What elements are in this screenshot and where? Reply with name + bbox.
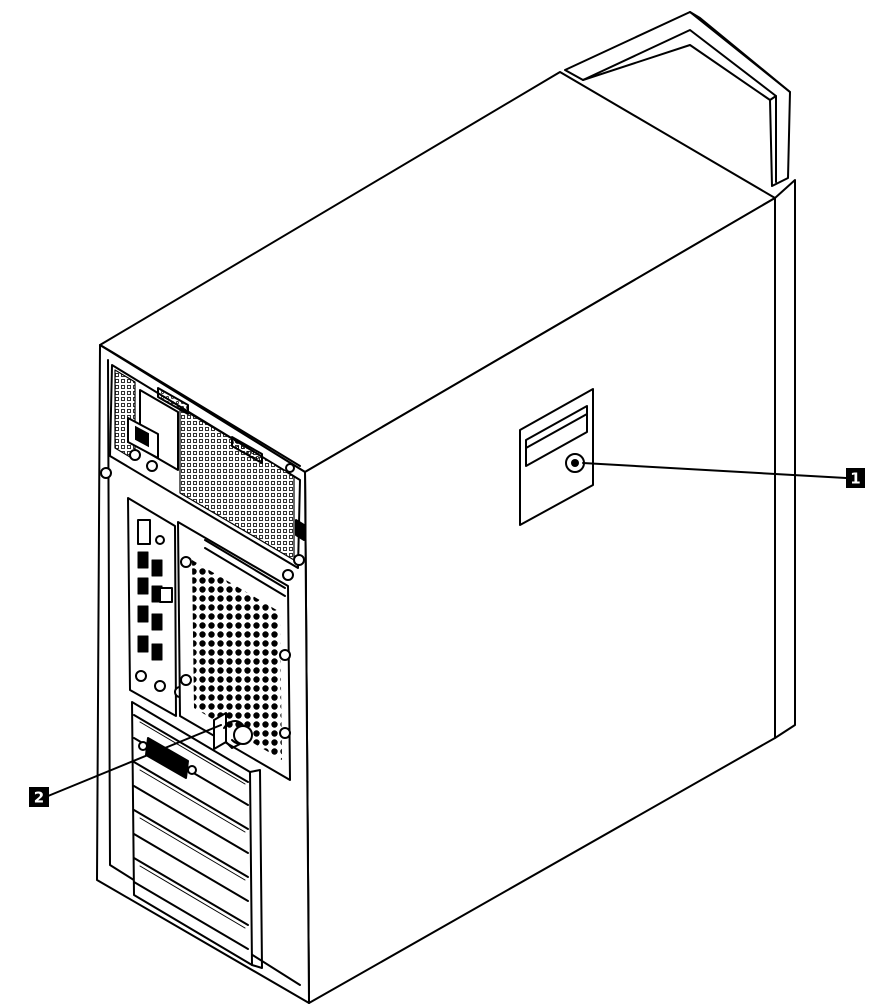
callout-1: 1 <box>846 468 865 488</box>
padlock-loop <box>213 712 253 750</box>
callout-2: 2 <box>29 787 49 807</box>
cover-lock-latch <box>519 388 594 526</box>
callout-1-leader <box>582 462 847 479</box>
callout-1-badge <box>846 468 865 488</box>
callout-2-label: 2 <box>34 789 44 807</box>
callout-2-badge <box>29 787 49 807</box>
power-supply-unit <box>100 364 301 581</box>
rear-fan-grille <box>177 521 291 781</box>
callout-2-leader <box>47 724 222 797</box>
expansion-slots <box>131 701 263 969</box>
callout-1-label: 1 <box>850 470 860 488</box>
carry-handle <box>564 11 791 187</box>
